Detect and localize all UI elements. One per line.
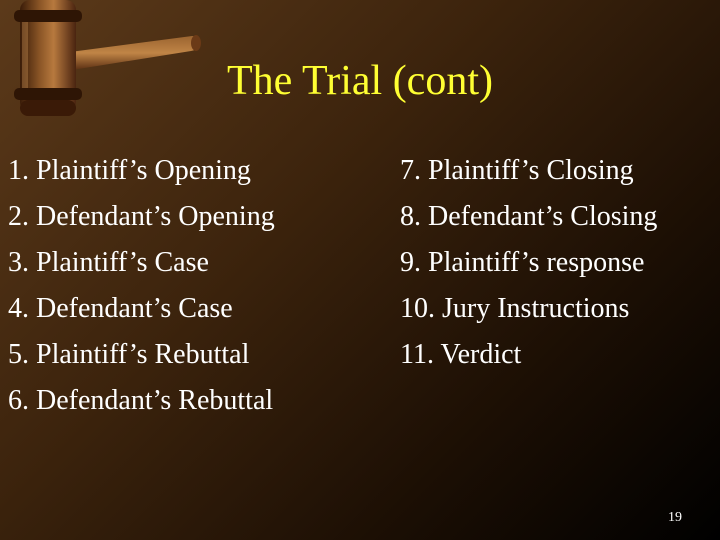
gavel-icon (14, 0, 201, 116)
list-item: 7. Plaintiff’s Closing (400, 155, 634, 186)
list-item: 8. Defendant’s Closing (400, 201, 658, 232)
list-item: 4. Defendant’s Case (8, 293, 233, 324)
left-item-list: 1. Plaintiff’s Opening 2. Defendant’s Op… (8, 148, 275, 424)
list-item: 9. Plaintiff’s response (400, 247, 645, 278)
list-item: 6. Defendant’s Rebuttal (8, 385, 274, 416)
right-item-list: 7. Plaintiff’s Closing 8. Defendant’s Cl… (400, 148, 657, 378)
list-item: 10. Jury Instructions (400, 293, 630, 324)
list-item: 11. Verdict (400, 339, 522, 370)
list-item: 5. Plaintiff’s Rebuttal (8, 339, 250, 370)
list-item: 2. Defendant’s Opening (8, 201, 275, 232)
slide-title: The Trial (cont) (227, 58, 493, 104)
page-number: 19 (668, 510, 682, 525)
list-item: 1. Plaintiff’s Opening (8, 155, 251, 186)
list-item: 3. Plaintiff’s Case (8, 247, 209, 278)
